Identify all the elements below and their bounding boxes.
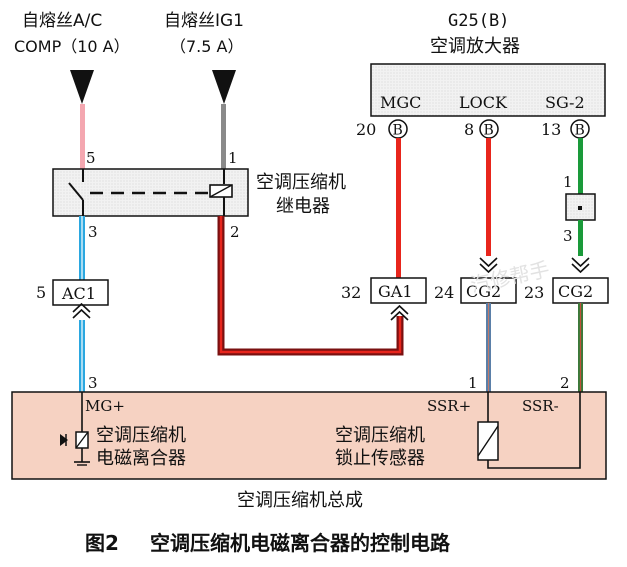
connector-cg2-24-number: 24 (434, 283, 454, 302)
assembly-ssr-plus: SSR+ (427, 397, 471, 415)
wire-green-sg2 (578, 138, 583, 194)
wire-green-sg2-lower (578, 220, 583, 256)
clutch-label-line1: 空调压缩机 (96, 425, 186, 446)
assembly-pin-3: 3 (88, 374, 98, 392)
fuse-ig-label-line1: 自熔丝IG1 (164, 11, 244, 31)
relay-pin-5: 5 (86, 149, 96, 167)
connector-cg2-24-box (460, 277, 517, 304)
connector-right-bottom-pin: 3 (563, 227, 573, 245)
chevron-up-icon (72, 308, 91, 319)
fuse-ac-label-line1: 自熔丝A/C (22, 11, 102, 31)
clutch-marker-icon (60, 434, 68, 446)
amplifier-code: G25(B) (448, 11, 509, 31)
relay-switch-blade (68, 182, 84, 201)
clutch-label-line2: 电磁离合器 (96, 448, 186, 469)
connector-ga1-name: GA1 (378, 282, 413, 301)
chevron-down-icon (571, 257, 590, 268)
sensor-label-line2: 锁止传感器 (335, 448, 425, 469)
wire-red-lock (486, 138, 491, 256)
connector-ac1-name: AC1 (61, 284, 96, 303)
connector-ac1-number: 5 (36, 283, 46, 302)
relay-pin-3: 3 (88, 223, 98, 241)
relay-pin-2: 2 (230, 223, 240, 241)
connector-ga1-box (370, 277, 427, 304)
amplifier-name: 空调放大器 (430, 36, 520, 57)
fuse-ig-label-line2: （7.5 A） (170, 37, 243, 56)
figure-number: 图2 (85, 531, 119, 555)
sensor-label-line1: 空调压缩机 (335, 425, 425, 446)
assembly-pin-2: 2 (560, 374, 570, 392)
amplifier-pin-mgc-number: 20 (356, 120, 376, 139)
fuse-ig-arrow-icon (212, 70, 236, 104)
chevron-down-icon (571, 263, 590, 274)
relay-coil-diagonal (209, 184, 233, 198)
connector-cg2-24-name: CG2 (466, 282, 501, 301)
connector-right-top-pin: 1 (563, 173, 573, 191)
amplifier-pin-lock-number: 8 (464, 120, 474, 139)
relay-pin-1: 1 (228, 149, 238, 167)
amplifier-pin-mgc-mark: B (393, 123, 403, 139)
chevron-up-icon (390, 304, 409, 315)
sensor-return-line (487, 392, 581, 469)
assembly-pin-1: 1 (468, 374, 478, 392)
amplifier-pin-sg2-mark: B (575, 123, 585, 139)
assembly-ssr-minus: SSR- (522, 397, 559, 415)
connector-cg2-23-box (552, 277, 609, 304)
chevron-down-icon (479, 257, 498, 268)
inline-connector-pin (578, 206, 582, 210)
fuse-ac-label-line2: COMP（10 A） (14, 37, 130, 56)
connector-ac1-box (52, 279, 109, 306)
wire-dark-red-stripe (219, 216, 402, 354)
amplifier-pin-mgc-label: MGC (380, 93, 421, 112)
chevron-up-icon (390, 310, 409, 321)
clutch-coil-diagonal (75, 431, 89, 449)
wire-pink (80, 104, 85, 169)
connector-cg2-23-number: 23 (524, 283, 544, 302)
assembly-name: 空调压缩机总成 (237, 490, 363, 511)
relay-name-line1: 空调压缩机 (256, 172, 346, 193)
wire-red-mgc (396, 138, 401, 278)
amplifier-pin-lock-mark: B (484, 123, 494, 139)
wire-gray (221, 104, 226, 169)
amplifier-box (370, 63, 606, 117)
chevron-down-icon (479, 263, 498, 274)
lock-sensor-diagonal (477, 425, 499, 457)
assembly-mg-plus: MG+ (85, 397, 125, 415)
amplifier-pin-lock-label: LOCK (459, 93, 508, 112)
figure-caption: 空调压缩机电磁离合器的控制电路 (150, 531, 451, 555)
relay-name-line2: 继电器 (276, 196, 330, 217)
relay-box (52, 168, 249, 217)
chevron-up-icon (72, 302, 91, 313)
fuse-ac-arrow-icon (70, 70, 94, 104)
amplifier-pin-sg2-number: 13 (541, 120, 561, 139)
amplifier-pin-sg2-label: SG-2 (545, 93, 585, 112)
connector-cg2-23-name: CG2 (558, 282, 593, 301)
compressor-assembly-box (11, 391, 607, 480)
connector-ga1-number: 32 (341, 283, 361, 302)
